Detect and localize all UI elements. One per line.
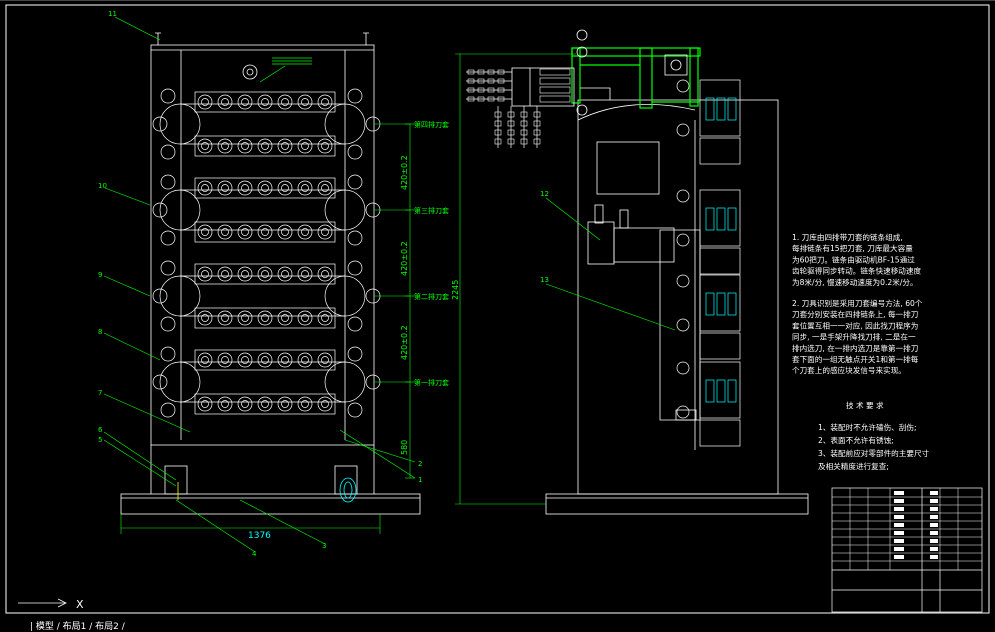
note-line: 套位置互相一一对应, 因此找刀程序为 [792, 320, 918, 330]
front-view [120, 32, 421, 515]
callout-7: 7 [98, 389, 102, 397]
side-top-motor [511, 29, 688, 116]
callout-4: 4 [252, 550, 257, 558]
callout-9: 9 [98, 271, 102, 279]
note-line: 为8米/分, 慢速移动速度为0.2米/分。 [792, 277, 918, 287]
layout-tabs-bar[interactable]: | 模型 / 布局1 / 布局2 / [30, 622, 125, 632]
requirement-3: 3、装配前应对零部件的主要尺寸 [818, 448, 930, 458]
side-upper-green [571, 47, 701, 109]
callout-13: 13 [540, 276, 549, 284]
title-block [831, 487, 983, 613]
chain-label-4: 第四排刀套 [414, 120, 449, 129]
side-view [545, 99, 809, 515]
callout-1: 1 [418, 476, 422, 484]
chain-row [152, 260, 381, 332]
chain-label-1: 第一排刀套 [414, 378, 449, 387]
side-chain-group [676, 361, 741, 447]
note-line: 排内选刀, 在一排内选刀是靠第一排刀 [792, 343, 918, 353]
front-view-chains [152, 88, 381, 418]
title-block-rows [832, 488, 982, 570]
requirement-4: 及相关精度进行复查; [818, 461, 889, 471]
front-drive-motor [272, 57, 312, 65]
dim-pitch-2: 420±0.2 [400, 241, 409, 276]
drawing-frame [5, 4, 990, 614]
side-chain-group [676, 189, 741, 275]
notes-block: 1. 刀库由四排带刀套的链条组成,每排链条有15把刀套, 刀库最大容量为60把刀… [792, 232, 923, 375]
front-dimensions [120, 123, 415, 534]
callout-11: 11 [108, 10, 117, 18]
note-line: 为60把刀。链条由驱动机BF-15通过 [792, 254, 915, 264]
front-spring [339, 477, 357, 503]
dim-base: 580 [400, 440, 409, 455]
side-chain-group [676, 79, 741, 165]
note-line: 同步, 一是手架升降找刀排, 二是在一 [792, 332, 916, 342]
note-line: 个刀套上的感应块发信号来实现。 [792, 365, 906, 375]
callout-2: 2 [418, 460, 422, 468]
side-chain-group [676, 274, 741, 360]
note-line: 每排链条有15把刀套, 刀库最大容量 [792, 243, 913, 253]
dim-pitch-3: 420±0.2 [400, 325, 409, 360]
ucs-x-label: X [76, 598, 84, 611]
note-line: 齿轮驱得同步转动。链条快速移动速度 [792, 266, 921, 276]
dim-pitch-1: 420±0.2 [400, 155, 409, 190]
chain-row [152, 88, 381, 160]
callout-3: 3 [322, 542, 326, 550]
front-leaders [103, 16, 416, 553]
callout-6: 6 [98, 426, 103, 434]
side-hydraulic-fittings [466, 68, 571, 148]
callout-12: 12 [540, 190, 549, 198]
note-line: 2. 刀具识别是采用刀套编号方法, 60个 [792, 298, 923, 308]
requirement-1: 1、装配时不允许磕伤、刮伤; [818, 422, 917, 432]
callout-8: 8 [98, 328, 102, 336]
chain-label-3: 第三排刀套 [414, 206, 449, 215]
requirements-title: 技 术 要 求 [846, 400, 884, 410]
chain-row [152, 346, 381, 418]
side-view-chain [676, 79, 741, 447]
chain-label-2: 第二排刀套 [414, 292, 449, 301]
chain-row [152, 174, 381, 246]
dim-width: 1376 [248, 531, 271, 541]
note-line: 1. 刀库由四排带刀套的链条组成, [792, 232, 903, 242]
ucs-icon [18, 598, 67, 608]
dim-height: 2245 [451, 280, 460, 300]
note-line: 套下面的一组无触点开关1和第一排每 [792, 354, 919, 364]
callout-5: 5 [98, 436, 102, 444]
note-line: 刀套分别安装在四排链条上, 每一排刀 [792, 309, 918, 319]
side-leaders [455, 53, 676, 505]
callout-10: 10 [98, 182, 107, 190]
requirement-2: 2、表面不允许有锈蚀; [818, 435, 894, 445]
